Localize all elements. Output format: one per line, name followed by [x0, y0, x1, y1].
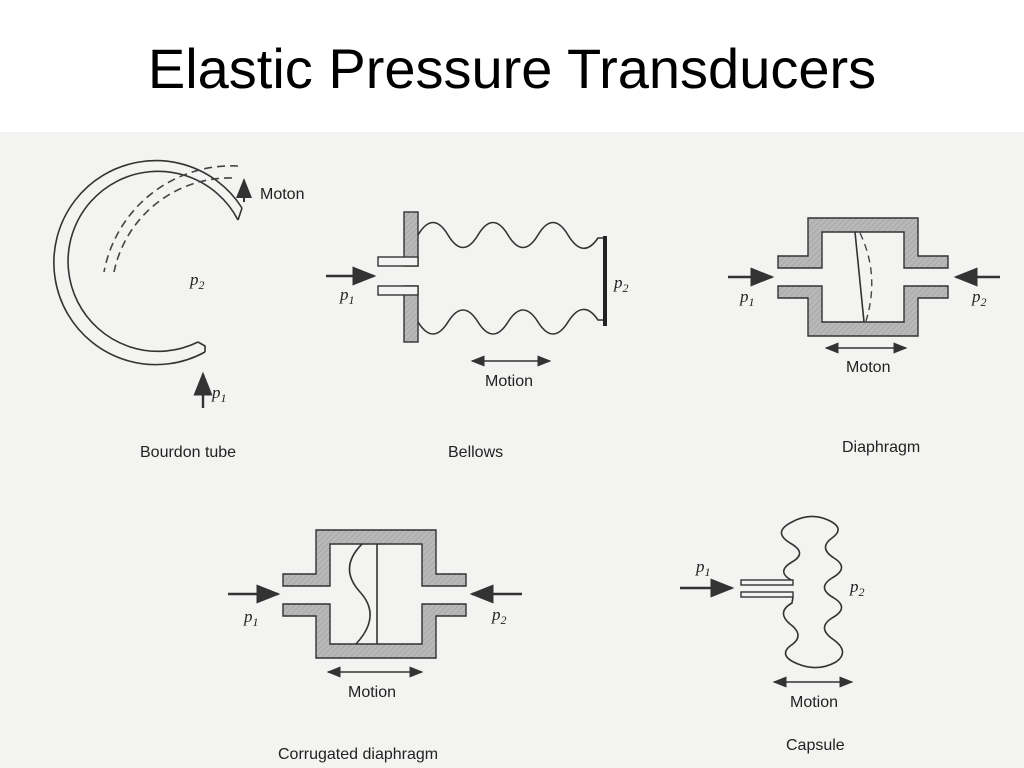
capsule-p2: p2 — [849, 577, 865, 599]
diaphragm-p1: p1 — [739, 287, 755, 309]
capsule-p1: p1 — [695, 557, 711, 579]
bellows: p1 p2 Motion Bellows — [326, 211, 629, 461]
diaphragm-caption: Diaphragm — [842, 439, 920, 456]
bourdon-p1: p1 — [211, 383, 227, 405]
diaphragm-membrane — [854, 231, 865, 323]
corrugated-p2: p2 — [491, 605, 507, 627]
bellows-inlet-top — [377, 256, 419, 267]
capsule-inlet-bottom — [740, 591, 794, 598]
corrugated-caption: Corrugated diaphragm — [278, 746, 438, 763]
corrugated-upper-housing — [282, 529, 467, 587]
bellows-motion-label: Motion — [485, 373, 533, 390]
transducers-diagram: Moton p2 p1 Bourdon tube p1 p2 Motion Be… — [53, 159, 1000, 763]
capsule-motion-label: Motion — [790, 694, 838, 711]
bourdon-motion-label: Moton — [260, 186, 304, 203]
corrugated-p1: p1 — [243, 607, 259, 629]
bourdon-outer-wall — [53, 159, 243, 366]
corrugated-lower-housing — [282, 603, 467, 659]
diaphragm-deflected — [859, 232, 873, 322]
slide-title: Elastic Pressure Transducers — [147, 37, 877, 100]
bellows-lower-corrugation — [417, 308, 605, 335]
bourdon-deflected-inner — [113, 177, 233, 273]
diaphragm: p1 p2 Moton Diaphragm — [728, 217, 1000, 456]
bellows-p1: p1 — [339, 285, 355, 307]
bourdon-caption: Bourdon tube — [140, 444, 236, 461]
corrugated-membrane — [348, 543, 371, 645]
corrugated-motion-label: Motion — [348, 684, 396, 701]
bellows-upper-corrugation — [417, 221, 605, 250]
capsule-inlet-top — [740, 579, 794, 586]
capsule-caption: Capsule — [786, 737, 845, 754]
bourdon-deflected-outer — [103, 165, 239, 273]
bellows-inlet-bottom — [377, 285, 419, 296]
diaphragm-motion-label: Moton — [846, 359, 890, 376]
bourdon-tube: Moton p2 p1 Bourdon tube — [53, 159, 304, 461]
bourdon-p2: p2 — [189, 270, 205, 292]
bellows-p2: p2 — [613, 273, 629, 295]
diaphragm-p2: p2 — [971, 287, 987, 309]
diaphragm-upper-housing — [777, 217, 949, 269]
diagram-figure: Moton p2 p1 Bourdon tube p1 p2 Motion Be… — [0, 132, 1024, 768]
bourdon-inner-wall — [67, 170, 239, 353]
bellows-caption: Bellows — [448, 444, 503, 461]
capsule: p1 p2 Motion Capsule — [680, 515, 865, 754]
corrugated-diaphragm: p1 p2 Motion Corrugated diaphragm — [228, 529, 522, 763]
capsule-body — [780, 515, 844, 669]
diaphragm-lower-housing — [777, 285, 949, 337]
